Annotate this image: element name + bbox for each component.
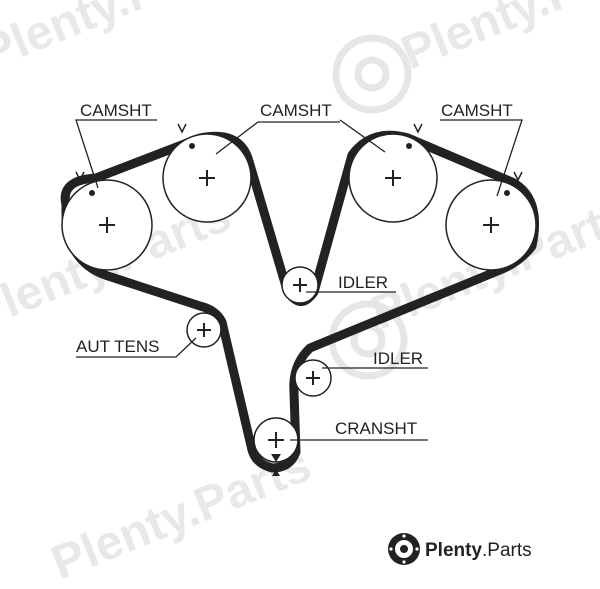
label-aut-tens: AUT TENS bbox=[76, 337, 159, 356]
label-camsht-center: CAMSHT bbox=[260, 101, 332, 120]
brand-logo: Plenty.Parts bbox=[388, 533, 532, 565]
timing-mark-left bbox=[75, 171, 85, 182]
timing-mark-center-left bbox=[177, 123, 187, 134]
label-camsht-left: CAMSHT bbox=[80, 101, 152, 120]
timing-mark-right bbox=[513, 171, 523, 182]
label-idler-lower: IDLER bbox=[373, 349, 423, 368]
idler-pulley-upper bbox=[281, 266, 319, 304]
crank-mark-up-triangle bbox=[272, 469, 280, 476]
leader-camsht-right bbox=[440, 119, 523, 197]
camshaft-pulley-center-left bbox=[162, 133, 252, 223]
brand-name-bold: Plenty bbox=[425, 540, 482, 561]
label-idler-upper: IDLER bbox=[338, 273, 388, 292]
brand-name-rest: .Parts bbox=[482, 540, 532, 561]
watermark-text-2: Plenty.Parts bbox=[394, 0, 600, 80]
watermark-text-1: Plenty.Parts bbox=[0, 0, 248, 80]
leader-lines bbox=[75, 119, 523, 441]
label-cransht: CRANSHT bbox=[335, 419, 417, 438]
idler-pulley-lower bbox=[294, 359, 332, 397]
brand-name: Plenty.Parts bbox=[425, 540, 532, 561]
watermark-disc-icon-1 bbox=[332, 34, 412, 114]
timing-marks bbox=[75, 123, 523, 182]
camshaft-pulley-right bbox=[445, 179, 537, 271]
crank-timing-marks bbox=[271, 454, 281, 476]
brake-disc-icon bbox=[388, 533, 420, 565]
label-camsht-right: CAMSHT bbox=[441, 101, 513, 120]
camshaft-pulley-left bbox=[61, 179, 153, 271]
leader-aut-tens bbox=[76, 337, 197, 358]
crank-mark-down-triangle bbox=[271, 454, 281, 462]
camshaft-pulley-center-right bbox=[348, 133, 438, 223]
timing-mark-center-right bbox=[413, 123, 423, 134]
leader-camsht-center bbox=[215, 119, 386, 155]
leader-camsht-left bbox=[75, 119, 157, 189]
